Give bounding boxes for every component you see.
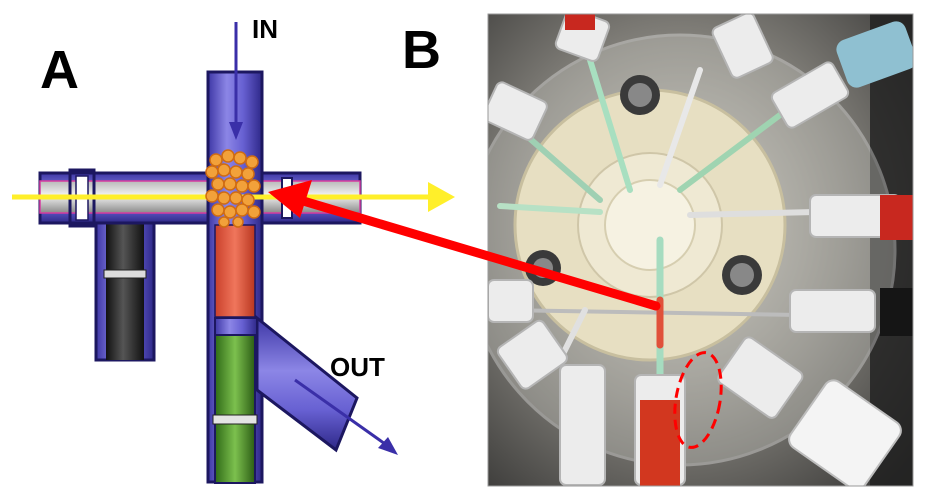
beam-arrowhead bbox=[428, 182, 455, 212]
black-cap bbox=[880, 288, 913, 336]
red-column bbox=[214, 224, 256, 318]
black-cylinder bbox=[106, 222, 144, 360]
panel-b-photo bbox=[487, 13, 914, 487]
in-label: IN bbox=[252, 14, 278, 44]
green-column-band bbox=[212, 414, 258, 425]
in-arrowhead bbox=[229, 122, 243, 140]
panel-b-label: B bbox=[402, 20, 441, 80]
red-cap bbox=[880, 195, 913, 240]
out-flow-line bbox=[294, 378, 389, 448]
highlight-ellipse bbox=[673, 351, 723, 449]
outlet-tube bbox=[255, 314, 359, 453]
outlet-junction bbox=[214, 317, 258, 336]
pointer-arrow bbox=[268, 180, 661, 311]
out-arrowhead bbox=[378, 437, 398, 455]
blue-cap bbox=[836, 21, 913, 88]
radial-capillaries bbox=[497, 57, 818, 384]
red-liquid-column bbox=[640, 400, 680, 486]
out-label: OUT bbox=[330, 352, 385, 382]
panel-a-label: A bbox=[40, 40, 79, 100]
green-column bbox=[214, 324, 256, 484]
panel-a-schematic: IN OUT bbox=[12, 14, 455, 484]
particle-cluster bbox=[205, 149, 261, 228]
cylinder-band bbox=[103, 269, 147, 279]
